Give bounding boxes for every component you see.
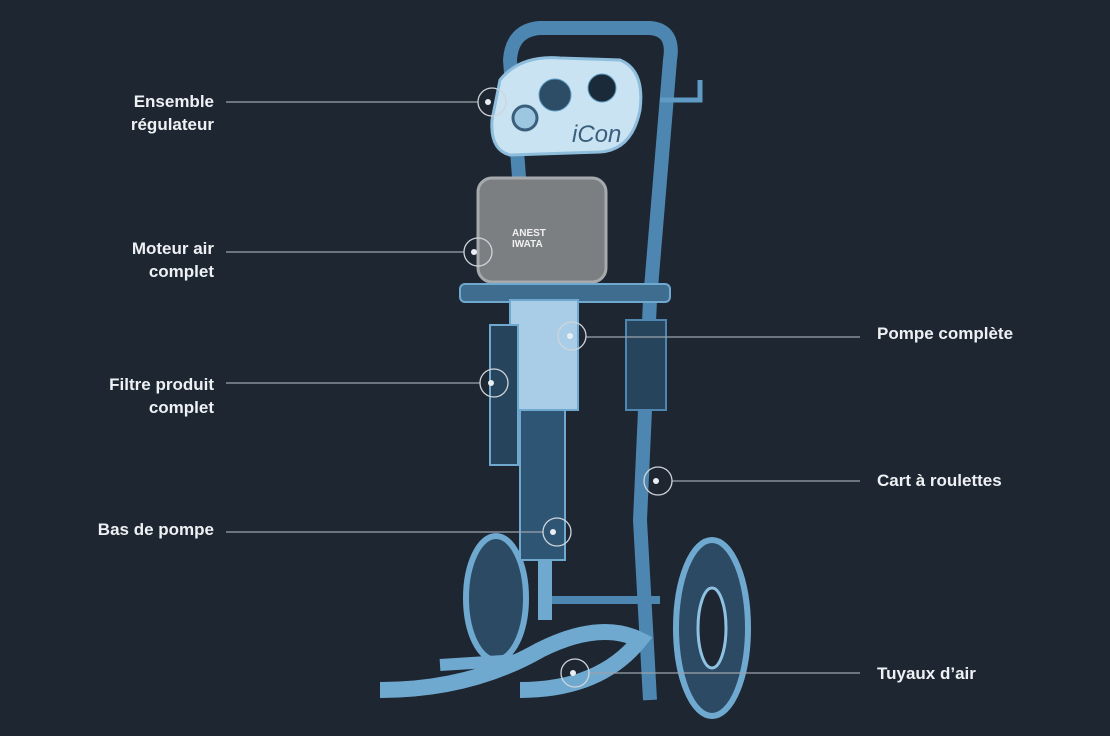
hotspot-air-hoses[interactable] [560, 658, 860, 688]
label-line: régulateur [130, 115, 214, 134]
label-line: complet [148, 398, 214, 417]
hotspot-cart[interactable] [643, 466, 860, 496]
label-line: Bas de pompe [97, 520, 214, 539]
svg-text:iCon: iCon [572, 121, 621, 148]
svg-text:IWATA: IWATA [512, 239, 543, 250]
label-line: Tuyaux d’air [877, 664, 976, 683]
label-filter[interactable]: Filtre produit complet [109, 373, 214, 419]
label-pump[interactable]: Pompe complète [877, 322, 1013, 345]
label-line: Moteur air [131, 239, 214, 258]
label-line: Cart à roulettes [877, 471, 1002, 490]
label-regulator[interactable]: Ensemble régulateur [131, 90, 214, 136]
label-line: Pompe complète [877, 324, 1014, 343]
label-cart[interactable]: Cart à roulettes [877, 469, 1002, 492]
hotspot-lower-pump[interactable] [226, 517, 572, 547]
hotspot-regulator[interactable] [226, 87, 507, 117]
label-motor[interactable]: Moteur air complet [132, 237, 214, 283]
label-air-hoses[interactable]: Tuyaux d’air [877, 662, 976, 685]
hotspot-pump[interactable] [557, 321, 860, 351]
label-line: Ensemble [133, 92, 214, 111]
label-line: Filtre produit [109, 375, 214, 394]
machine-drawing: iCon ANEST IWATA [379, 21, 751, 719]
hotspot-filter[interactable] [226, 368, 509, 398]
label-lower-pump[interactable]: Bas de pompe [98, 518, 214, 541]
label-line: complet [148, 262, 214, 281]
hotspot-motor[interactable] [226, 237, 493, 267]
svg-text:ANEST: ANEST [512, 228, 546, 239]
